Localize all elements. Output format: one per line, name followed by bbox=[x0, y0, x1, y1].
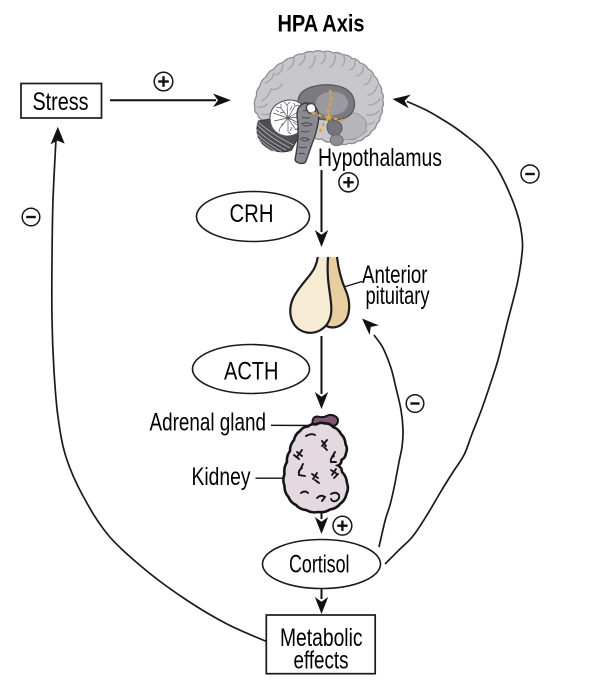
svg-text:Stress: Stress bbox=[33, 88, 89, 116]
svg-text:Adrenal gland: Adrenal gland bbox=[150, 409, 267, 437]
svg-text:HPA Axis: HPA Axis bbox=[278, 11, 365, 38]
svg-text:Metabolic: Metabolic bbox=[280, 624, 363, 652]
svg-text:Anterior: Anterior bbox=[362, 261, 428, 289]
svg-text:effects: effects bbox=[294, 647, 349, 675]
svg-text:pituitary: pituitary bbox=[366, 282, 430, 310]
svg-text:ACTH: ACTH bbox=[224, 358, 279, 386]
svg-text:CRH: CRH bbox=[230, 200, 274, 228]
svg-text:Hypothalamus: Hypothalamus bbox=[318, 144, 442, 172]
svg-text:Kidney: Kidney bbox=[192, 463, 251, 491]
svg-text:Cortisol: Cortisol bbox=[289, 551, 350, 579]
